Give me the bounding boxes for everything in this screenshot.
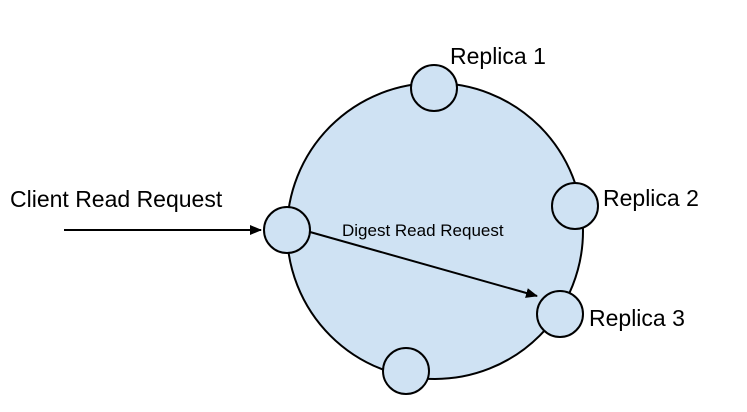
- bottom-node[interactable]: [382, 347, 430, 395]
- digest-request-arrow: [309, 231, 538, 298]
- replica-3-label: Replica 3: [589, 305, 685, 331]
- replica-2-label: Replica 2: [603, 185, 699, 211]
- digest-request-label: Digest Read Request: [342, 221, 504, 240]
- replica-2-node[interactable]: [551, 182, 599, 230]
- replica-3-node[interactable]: [536, 290, 584, 338]
- replica-1-node[interactable]: [410, 64, 458, 112]
- coordinator-node[interactable]: [263, 206, 311, 254]
- client-request-label: Client Read Request: [10, 186, 223, 212]
- replica-1-label: Replica 1: [450, 43, 546, 69]
